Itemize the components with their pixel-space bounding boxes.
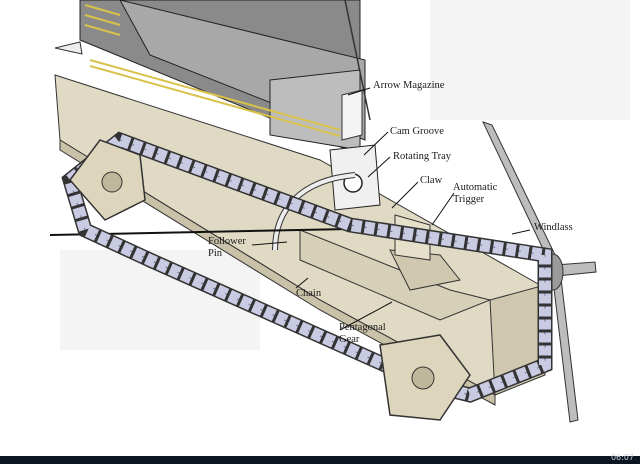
label-cam-groove: Cam Groove: [390, 126, 444, 137]
label-arrow-magazine: Arrow Magazine: [373, 80, 445, 91]
label-claw: Claw: [420, 175, 443, 186]
label-windlass: Windlass: [534, 222, 573, 233]
label-chain: Chain: [296, 288, 322, 299]
arrow-magazine: [54, 0, 366, 156]
taskbar: 06:07: [0, 453, 640, 464]
label-pentagonal-gear: Pentagonal Gear: [339, 322, 386, 345]
pentagonal-gear-rear: [69, 139, 146, 221]
windlass: [482, 121, 597, 423]
pentagonal-gear-front: [379, 334, 471, 421]
label-follower-pin: Follower Pin: [208, 236, 246, 259]
taskbar-clock: 06:07: [610, 453, 634, 462]
label-automatic-trigger: Automatic Trigger: [453, 182, 498, 205]
label-rotating-tray: Rotating Tray: [393, 151, 452, 162]
label-leader-lines: [251, 87, 531, 331]
